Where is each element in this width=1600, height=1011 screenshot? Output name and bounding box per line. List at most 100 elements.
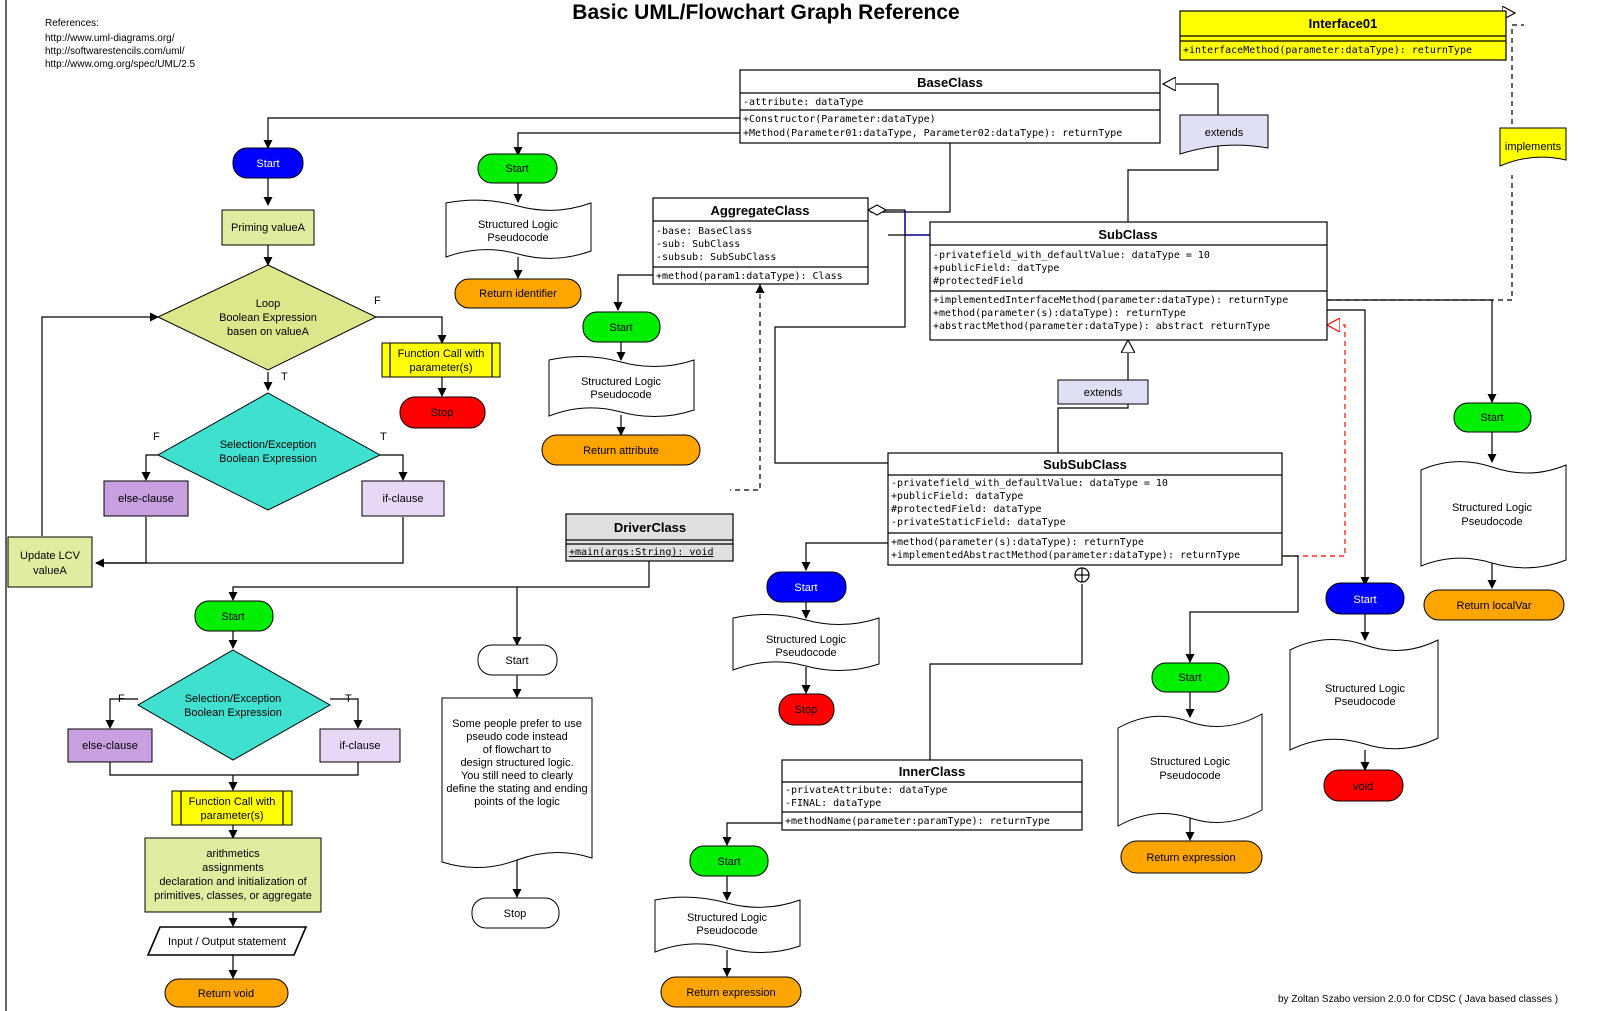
document-label: Pseudocode	[487, 232, 548, 244]
else-clause-process: else-clause	[103, 480, 189, 517]
driverclass-class: DriverClass +main(args:String): void	[565, 513, 734, 562]
class-attribute: -privateStaticField: dataType	[891, 517, 1066, 528]
document-label: Pseudocode	[696, 925, 757, 937]
process-label: Function Call with	[189, 796, 276, 808]
false-label: F	[153, 431, 160, 443]
document-label: Structured Logic	[1452, 502, 1533, 514]
process-label: declaration and initialization of	[159, 876, 307, 888]
connectors	[41, 13, 1524, 979]
loop-decision: Loop Boolean Expression basen on valueA	[156, 264, 378, 371]
decision-label: Selection/Exception	[220, 439, 317, 451]
note-line: design structured logic.	[460, 757, 573, 769]
note-line: pseudo code instead	[466, 731, 568, 743]
class-attribute: -attribute: dataType	[743, 97, 863, 108]
document-label: Structured Logic	[766, 634, 847, 646]
false-label: F	[374, 295, 381, 307]
class-attribute: -subsub: SubSubClass	[656, 252, 776, 263]
decision-label: Boolean Expression	[219, 453, 317, 465]
terminal-label: Start	[717, 856, 740, 868]
note-line: You still need to clearly	[461, 770, 574, 782]
class-method: +method(parameter(s):dataType): returnTy…	[891, 537, 1144, 548]
decision-label: Boolean Expression	[184, 707, 282, 719]
class-method: +main(args:String): void	[569, 547, 714, 558]
note-line: points of the logic	[474, 796, 560, 808]
process-label: primitives, classes, or aggregate	[154, 890, 312, 902]
terminal-label: Stop	[504, 908, 527, 920]
class-name: DriverClass	[614, 520, 686, 535]
return-terminal: Return expression	[660, 976, 802, 1008]
class-attribute: -privatefield_with_defaultValue: dataTyp…	[933, 250, 1210, 261]
structured-logic-document: Structured Logic Pseudocode	[654, 896, 801, 954]
terminal-label: Return identifier	[479, 288, 557, 300]
class-attribute: -privateAttribute: dataType	[785, 785, 948, 796]
process-label: parameter(s)	[201, 810, 264, 822]
baseclass-class: BaseClass -attribute: dataType +Construc…	[739, 69, 1161, 144]
terminal-label: Start	[256, 158, 279, 170]
process-label: Update LCV	[20, 550, 81, 562]
decision-label: basen on valueA	[227, 326, 310, 338]
document-label: Structured Logic	[1150, 756, 1231, 768]
true-label: T	[380, 431, 387, 443]
branch-labels: F T F T F T	[118, 295, 387, 705]
terminal-label: Stop	[431, 407, 454, 419]
start-terminal: Start	[582, 311, 661, 343]
structured-logic-document: Structured Logic Pseudocode	[548, 355, 695, 418]
class-method: +interfaceMethod(parameter:dataType): re…	[1183, 45, 1472, 56]
process-label: arithmetics	[206, 848, 260, 860]
class-attribute: -base: BaseClass	[656, 226, 752, 237]
io-statement: Input / Output statement	[146, 926, 308, 956]
interface01-class: Interface01 +interfaceMethod(parameter:d…	[1179, 10, 1507, 61]
process-label: if-clause	[383, 493, 424, 505]
class-method: +abstractMethod(parameter:dataType): abs…	[933, 321, 1270, 332]
return-terminal: Return identifier	[454, 278, 582, 309]
references: References: http://www.uml-diagrams.org/…	[45, 18, 196, 70]
priming-process: Priming valueA	[221, 209, 315, 246]
structured-logic-document: Structured Logic Pseudocode	[1289, 639, 1439, 751]
references-heading: References:	[45, 18, 99, 29]
process-label: if-clause	[340, 740, 381, 752]
terminal-label: Stop	[795, 704, 818, 716]
start-terminal: Start	[477, 644, 558, 676]
document-label: Pseudocode	[1159, 770, 1220, 782]
terminal-label: Start	[1353, 594, 1376, 606]
subclass-class: SubClass -privatefield_with_defaultValue…	[929, 221, 1328, 341]
terminal-label: Return localVar	[1457, 600, 1532, 612]
arithmetic-process: arithmetics assignments declaration and …	[144, 837, 322, 913]
process-label: valueA	[33, 565, 67, 577]
function-call-process: Function Call with parameter(s)	[171, 790, 293, 826]
function-call-process: Function Call with parameter(s)	[381, 342, 501, 378]
start-terminal: Start	[766, 571, 847, 603]
return-terminal: Return expression	[1120, 840, 1263, 874]
document-label: Structured Logic	[1325, 683, 1406, 695]
extends-note: extends	[1179, 114, 1269, 155]
class-name: InnerClass	[899, 764, 965, 779]
class-method: +implementedAbstractMethod(parameter:dat…	[891, 550, 1240, 561]
false-label: F	[118, 693, 125, 705]
else-clause-process: else-clause	[67, 728, 153, 763]
class-name: SubClass	[1098, 227, 1157, 242]
class-attribute: -privatefield_with_defaultValue: dataTyp…	[891, 478, 1168, 489]
document-label: Structured Logic	[687, 912, 768, 924]
class-method: +methodName(parameter:paramType): return…	[785, 816, 1050, 827]
update-lcv-process: Update LCV valueA	[7, 536, 93, 588]
terminal-label: Return expression	[1146, 852, 1235, 864]
note-label: extends	[1205, 127, 1244, 139]
true-label: T	[281, 371, 288, 383]
structured-logic-document: Structured Logic Pseudocode	[1420, 461, 1567, 569]
io-label: Input / Output statement	[168, 936, 286, 948]
terminal-label: Start	[505, 655, 528, 667]
terminal-label: void	[1353, 781, 1373, 793]
if-clause-process: if-clause	[319, 728, 401, 763]
page-title: Basic UML/Flowchart Graph Reference	[572, 1, 959, 24]
terminal-label: Start	[1480, 412, 1503, 424]
process-label: Function Call with	[398, 348, 485, 360]
note-line: Some people prefer to use	[452, 718, 582, 730]
selection-decision: Selection/Exception Boolean Expression	[156, 392, 382, 511]
reference-link: http://www.uml-diagrams.org/	[45, 33, 175, 44]
class-attribute: +publicField: datType	[933, 263, 1059, 274]
aggregateclass-class: AggregateClass -base: BaseClass -sub: Su…	[652, 197, 869, 285]
class-name: Interface01	[1309, 16, 1378, 31]
start-terminal: Start	[689, 845, 769, 877]
credit-text: by Zoltan Szabo version 2.0.0 for CDSC (…	[1278, 994, 1558, 1005]
selection-decision: Selection/Exception Boolean Expression	[137, 649, 332, 761]
